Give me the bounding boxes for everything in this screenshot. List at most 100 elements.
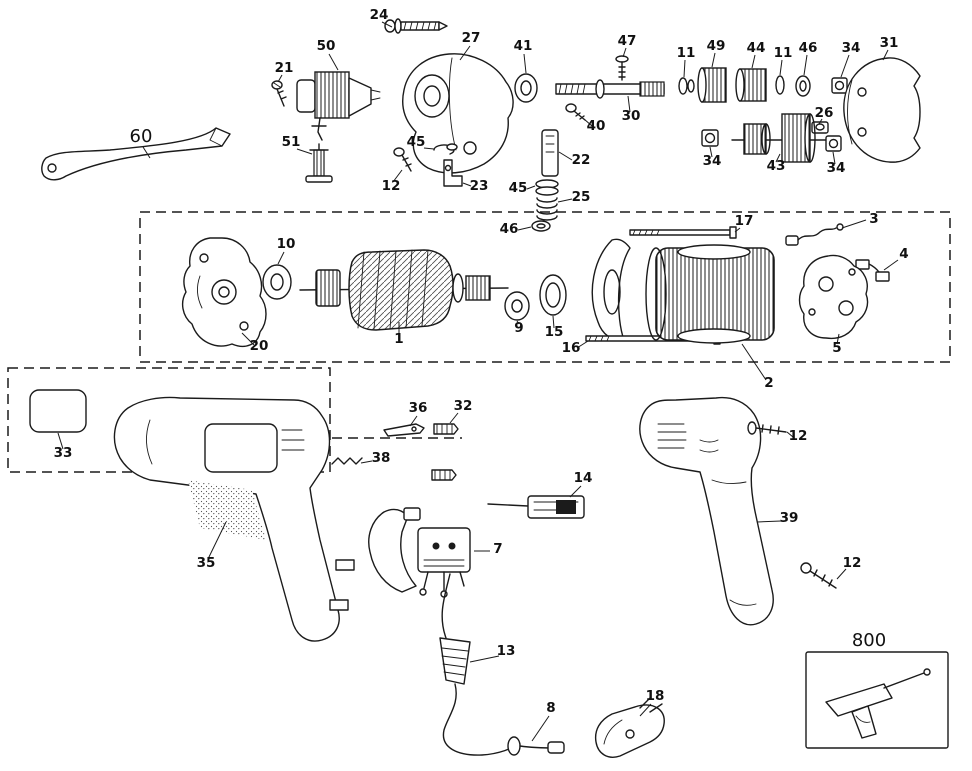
part-11-washer-left bbox=[678, 77, 695, 95]
part-33-nameplate bbox=[29, 389, 87, 433]
callout-21: 21 bbox=[275, 60, 294, 76]
callout-25: 25 bbox=[572, 189, 591, 205]
callout-31: 31 bbox=[880, 35, 899, 51]
callout-34-a: 34 bbox=[842, 40, 861, 56]
part-46-washer-top bbox=[795, 75, 811, 97]
callout-12-a: 12 bbox=[382, 178, 401, 194]
callout-13: 13 bbox=[497, 643, 516, 659]
callout-49: 49 bbox=[707, 38, 726, 54]
part-9-bearing bbox=[504, 291, 530, 321]
part-34-nut-top bbox=[831, 77, 848, 94]
part-30-spindle bbox=[555, 79, 665, 99]
callout-7: 7 bbox=[493, 541, 502, 557]
part-60-side-handle-bracket bbox=[41, 127, 231, 181]
part-39-housing-right bbox=[639, 396, 774, 626]
part-12-screw-top bbox=[393, 147, 412, 172]
part-5-brush-plate bbox=[798, 254, 869, 340]
part-24-screw bbox=[384, 18, 448, 34]
part-45-washers-mid bbox=[535, 179, 559, 196]
part-4-brushes bbox=[855, 259, 890, 282]
callout-20: 20 bbox=[250, 338, 269, 354]
dashed-frame-housing bbox=[7, 367, 331, 473]
part-47-screw bbox=[615, 55, 629, 81]
part-17-screw bbox=[629, 226, 737, 239]
part-22-lever bbox=[541, 129, 559, 177]
part-3-brush-lead bbox=[785, 223, 844, 246]
part-10-bearing bbox=[262, 264, 292, 300]
part-2-field-assembly bbox=[645, 244, 775, 344]
part-36-lever bbox=[383, 423, 425, 437]
callout-16: 16 bbox=[562, 340, 581, 356]
callout-26: 26 bbox=[815, 105, 834, 121]
callout-38: 38 bbox=[372, 450, 391, 466]
part-41-bearing-retainer bbox=[514, 73, 538, 103]
part-25-spring bbox=[536, 197, 558, 221]
part-49-gear bbox=[697, 67, 727, 103]
callout-1: 1 bbox=[394, 331, 403, 347]
callout-43: 43 bbox=[767, 158, 786, 174]
callout-34-c: 34 bbox=[827, 160, 846, 176]
callout-18: 18 bbox=[646, 688, 665, 704]
callout-30: 30 bbox=[622, 108, 641, 124]
part-11-washer-right bbox=[775, 75, 785, 95]
callout-labels: 24 50 27 41 47 11 49 44 11 46 34 31 21 4… bbox=[54, 7, 909, 716]
part-44-gear bbox=[735, 68, 767, 102]
part-23-bracket bbox=[443, 159, 463, 187]
part-18-plug bbox=[594, 697, 665, 758]
callout-24: 24 bbox=[370, 7, 389, 23]
callout-47: 47 bbox=[618, 33, 637, 49]
callout-12-b: 12 bbox=[789, 428, 808, 444]
callout-44: 44 bbox=[747, 40, 766, 56]
callout-46-b: 46 bbox=[500, 221, 519, 237]
part-27-gear-housing bbox=[402, 53, 514, 174]
part-12-screw-right-bottom bbox=[800, 562, 837, 589]
part-14-switch-slide bbox=[487, 495, 585, 519]
part-1-armature bbox=[299, 249, 509, 331]
part-13-cord-protector bbox=[439, 573, 521, 756]
callout-23: 23 bbox=[470, 178, 489, 194]
part-34-nut-mid bbox=[701, 129, 719, 147]
callout-17: 17 bbox=[735, 213, 754, 229]
callout-36: 36 bbox=[409, 400, 428, 416]
part-32-slide bbox=[433, 423, 459, 435]
callout-50: 50 bbox=[317, 38, 336, 54]
part-slide-detail bbox=[431, 469, 457, 481]
callout-40: 40 bbox=[587, 118, 606, 134]
callout-35: 35 bbox=[197, 555, 216, 571]
dashed-frame-motor bbox=[139, 211, 951, 363]
callout-800: 800 bbox=[852, 630, 886, 651]
callout-14: 14 bbox=[574, 470, 593, 486]
callout-51: 51 bbox=[282, 134, 301, 150]
callout-15: 15 bbox=[545, 324, 564, 340]
callout-4: 4 bbox=[899, 246, 908, 262]
part-38-spring-clip bbox=[331, 457, 363, 465]
part-15-retainer-ring bbox=[539, 274, 567, 316]
part-21-screw bbox=[271, 80, 287, 107]
inset-800-box bbox=[805, 651, 949, 749]
callout-11-a: 11 bbox=[677, 45, 696, 61]
callout-12-c: 12 bbox=[843, 555, 862, 571]
callout-45-a: 45 bbox=[407, 134, 426, 150]
callout-3: 3 bbox=[869, 211, 878, 227]
part-46-washer-mid bbox=[531, 220, 551, 232]
callout-45-b: 45 bbox=[509, 180, 528, 196]
part-51-shaft bbox=[305, 143, 333, 183]
part-40-screw bbox=[565, 103, 586, 121]
motor-baffle bbox=[591, 238, 631, 341]
part-12-screw-right-top bbox=[747, 421, 787, 435]
callout-41: 41 bbox=[514, 38, 533, 54]
part-20-end-bracket bbox=[181, 237, 267, 348]
callout-32: 32 bbox=[454, 398, 473, 414]
callout-5: 5 bbox=[832, 340, 841, 356]
part-43-gear-cluster bbox=[731, 113, 829, 163]
callout-9: 9 bbox=[514, 320, 523, 336]
part-8-cord bbox=[507, 736, 565, 756]
part-45-washer-top bbox=[433, 143, 458, 155]
callout-11-b: 11 bbox=[774, 45, 793, 61]
part-31-cover-plate bbox=[843, 57, 921, 163]
inset-800-tool bbox=[825, 668, 931, 739]
callout-33: 33 bbox=[54, 445, 73, 461]
callout-22: 22 bbox=[572, 152, 591, 168]
part-7-trigger-switch bbox=[368, 507, 471, 598]
